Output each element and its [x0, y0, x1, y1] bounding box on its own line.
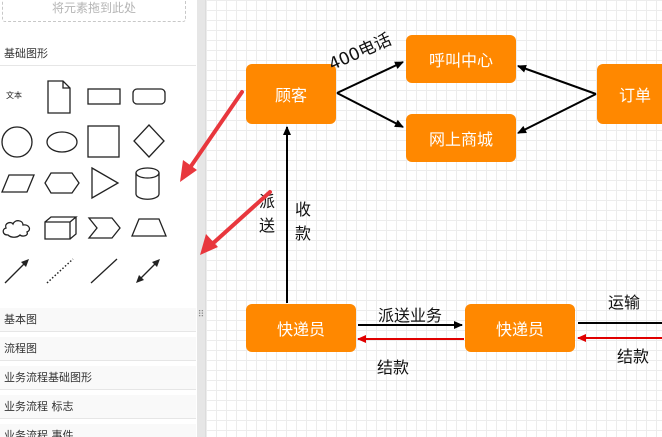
- label-settle[interactable]: 结款: [377, 358, 410, 377]
- node-call-center[interactable]: 呼叫中心: [406, 35, 516, 83]
- shape-ellipse[interactable]: [44, 127, 80, 157]
- shape-circle[interactable]: [0, 125, 36, 159]
- shape-cloud[interactable]: [0, 217, 34, 239]
- edge-customer-to-online-mall: [336, 92, 404, 128]
- shape-text[interactable]: 文本: [6, 91, 22, 100]
- section-basic-shapes[interactable]: 基础图形: [0, 42, 196, 66]
- label-deliver-business[interactable]: 派送业务: [378, 306, 443, 325]
- category-business-process-symbols[interactable]: 业务流程 标志: [0, 395, 196, 419]
- shape-directional-arrow[interactable]: [2, 256, 32, 286]
- node-online-mall[interactable]: 网上商城: [406, 114, 516, 162]
- shape-diamond[interactable]: [131, 123, 167, 159]
- node-order[interactable]: 订单: [597, 64, 662, 124]
- category-business-process-events[interactable]: 业务流程 事件: [0, 424, 196, 437]
- label-phone[interactable]: 400电话: [325, 29, 395, 75]
- basic-shapes-panel: 文本: [0, 70, 196, 300]
- favorites-drop-zone[interactable]: 将元素拖到此处: [2, 0, 186, 22]
- label-collect-vertical[interactable]: 收款: [295, 200, 312, 243]
- shape-cube[interactable]: [43, 215, 79, 241]
- shape-triangle[interactable]: [89, 166, 121, 200]
- sidebar-resize-grip[interactable]: ⠿: [197, 310, 205, 320]
- shape-square[interactable]: [86, 124, 122, 160]
- sidebar-scrollbar[interactable]: [197, 0, 205, 437]
- diagram-canvas[interactable]: 顾客 呼叫中心 网上商城 订单 快递员 快递员 400电话 派送 收款 派送业务…: [206, 0, 662, 437]
- shape-library-sidebar: 将元素拖到此处 基础图形 文本: [0, 0, 206, 437]
- shape-rectangle[interactable]: [86, 87, 122, 107]
- shape-hexagon[interactable]: [43, 171, 81, 195]
- shape-trapezoid[interactable]: [130, 217, 168, 239]
- shape-parallelogram[interactable]: [0, 173, 36, 195]
- node-courier-left[interactable]: 快递员: [246, 304, 356, 352]
- shape-dotted-line[interactable]: [44, 256, 76, 286]
- edge-order-to-call-center: [517, 64, 597, 95]
- category-flowchart[interactable]: 流程图: [0, 337, 196, 361]
- node-customer[interactable]: 顾客: [246, 64, 336, 124]
- label-deliver-vertical[interactable]: 派送: [259, 192, 276, 235]
- edge-order-to-online-mall: [517, 93, 597, 134]
- node-courier-right[interactable]: 快递员: [465, 304, 575, 352]
- shape-document[interactable]: [46, 80, 72, 114]
- shape-step[interactable]: [87, 216, 123, 240]
- shape-rounded-rectangle[interactable]: [131, 87, 167, 107]
- label-transport[interactable]: 运输: [608, 293, 641, 312]
- shape-line[interactable]: [88, 256, 120, 286]
- label-settle-right[interactable]: 结款: [617, 347, 650, 366]
- shape-cylinder[interactable]: [134, 166, 162, 202]
- category-basic-diagram[interactable]: 基本图: [0, 308, 196, 332]
- category-business-process-basic[interactable]: 业务流程基础图形: [0, 366, 196, 390]
- shape-bidirectional-arrow[interactable]: [133, 256, 163, 286]
